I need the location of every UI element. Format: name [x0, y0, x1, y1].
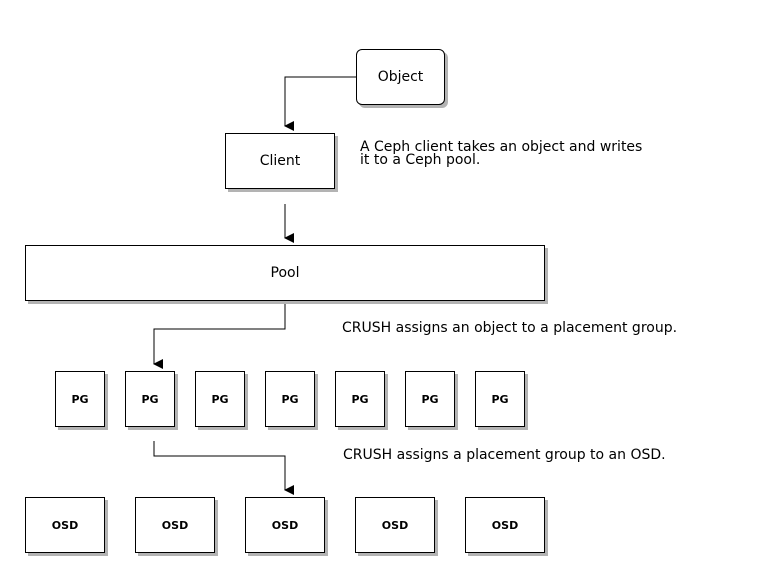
pg-assign-note: CRUSH assigns an object to a placement g…: [342, 320, 678, 336]
pg-node: PG: [125, 371, 175, 427]
osd-node: OSD: [465, 497, 545, 553]
pg-node: PG: [405, 371, 455, 427]
client-note-line-1: A Ceph client takes an object and writes: [360, 139, 643, 155]
pool-to-pg-arrow: [153, 301, 286, 369]
osd-node: OSD: [245, 497, 325, 553]
pg-node: PG: [335, 371, 385, 427]
client-note-line-2: it to a Ceph pool.: [360, 152, 481, 168]
pg-node: PG: [55, 371, 105, 427]
pg-to-osd-arrow: [153, 441, 294, 495]
pg-node: PG: [195, 371, 245, 427]
osd-node: OSD: [135, 497, 215, 553]
pool-node: Pool: [25, 245, 545, 301]
client-note: A Ceph client takes an object and writes…: [360, 139, 643, 168]
object-to-client-arrow: [284, 76, 356, 131]
osd-node: OSD: [25, 497, 105, 553]
object-node: Object: [356, 49, 445, 105]
osd-assign-note: CRUSH assigns a placement group to an OS…: [343, 447, 666, 463]
osd-node: OSD: [355, 497, 435, 553]
pg-node: PG: [265, 371, 315, 427]
pg-node: PG: [475, 371, 525, 427]
client-node: Client: [225, 133, 335, 189]
